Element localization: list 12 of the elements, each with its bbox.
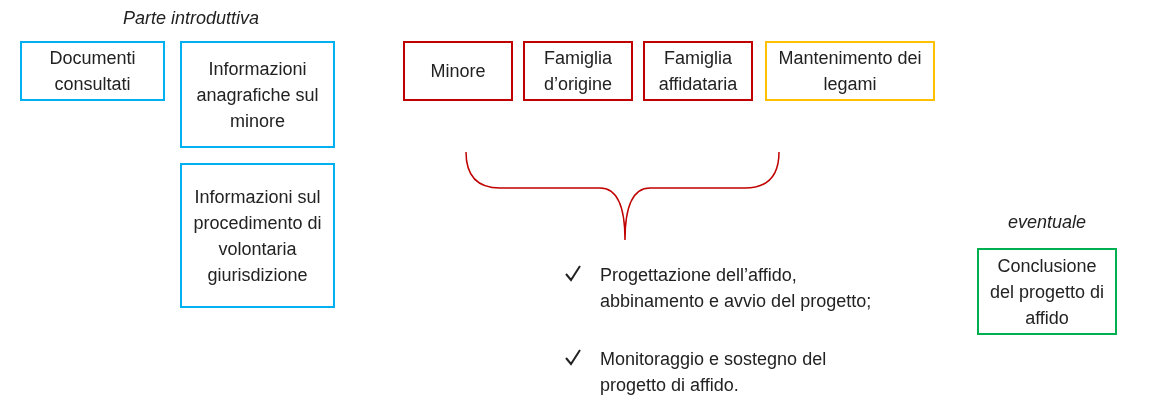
list-item-text: Monitoraggio e sostegno del progetto di affido. <box>600 348 828 397</box>
list-item-text: Progettazione dell’affido, abbinamento e avvio del progetto; <box>600 264 873 313</box>
section-box: Informazioni anagrafiche sul minore <box>180 41 335 148</box>
section-box: Minore <box>403 41 513 101</box>
section-box: Famiglia affidataria <box>643 41 753 101</box>
note-text: eventuale <box>1006 212 1088 233</box>
section-box: Mantenimento dei legami <box>765 41 935 101</box>
section-box: Documenti consultati <box>20 41 165 101</box>
section-box: Conclusione del progetto di affido <box>977 248 1117 335</box>
section-box: Famiglia d’origine <box>523 41 633 101</box>
section-heading: Parte introduttiva <box>123 8 260 29</box>
section-box: Informazioni sul procedimento di volontaria giurisdizione <box>180 163 335 308</box>
